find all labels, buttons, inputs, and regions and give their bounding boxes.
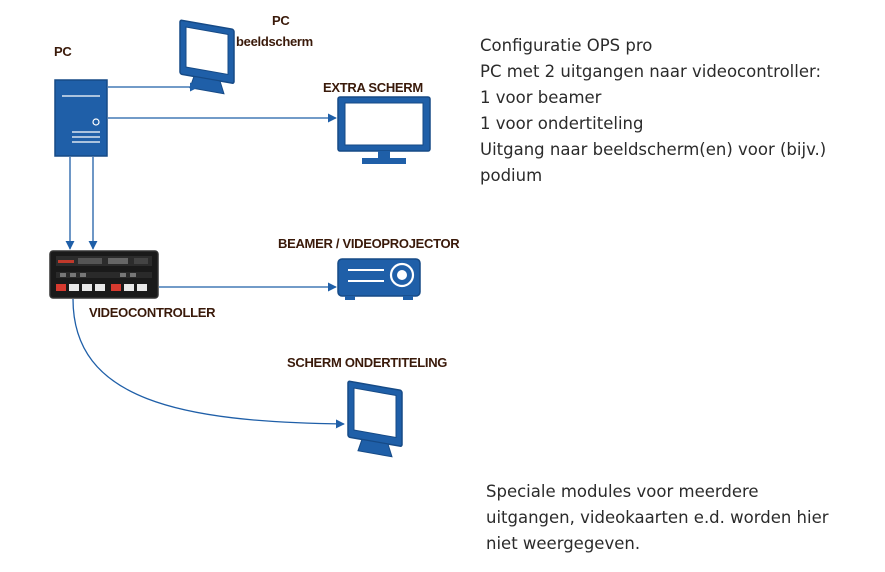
note-line: Speciale modules voor meerdere — [486, 482, 759, 501]
pc-monitor-icon — [179, 19, 235, 95]
subtitle-screen-icon — [347, 380, 403, 458]
note-line: niet weergegeven. — [486, 534, 641, 553]
pc-tower-icon — [54, 79, 108, 157]
projector-icon — [337, 258, 421, 300]
subtitle-screen-label: SCHERM ONDERTITELING — [287, 355, 448, 370]
extra-screen-label: EXTRA SCHERM — [323, 80, 423, 95]
description-line: 1 voor ondertiteling — [480, 114, 644, 133]
description-line: PC met 2 uitgangen naar videocontroller: — [480, 62, 822, 81]
videocontroller-label: VIDEOCONTROLLER — [89, 305, 216, 320]
projector-label: BEAMER / VIDEOPROJECTOR — [278, 236, 460, 251]
description-line: 1 voor beamer — [480, 88, 602, 107]
note-line: uitgangen, videokaarten e.d. worden hier — [486, 508, 829, 527]
description-line: podium — [480, 166, 543, 185]
pc-monitor-label-line2: beeldscherm — [236, 34, 313, 49]
pc-monitor-label-line1: PC — [272, 13, 290, 28]
arrow-controller-to-subtitle-screen — [72, 298, 345, 429]
description-line: Configuratie OPS pro — [480, 36, 653, 55]
pc-label: PC — [54, 44, 72, 59]
description-line: Uitgang naar beeldscherm(en) voor (bijv.… — [480, 140, 827, 159]
extra-screen-icon — [337, 96, 431, 164]
video-switcher-icon — [49, 250, 159, 299]
